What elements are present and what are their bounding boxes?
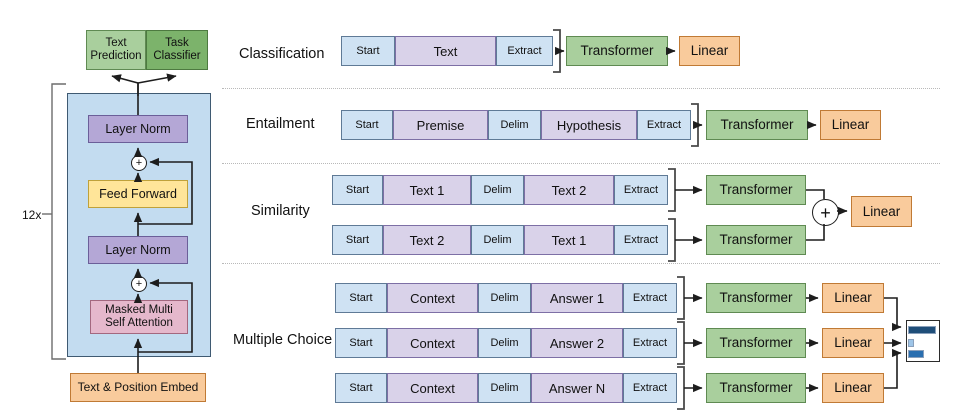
token-extract: Extract <box>614 225 668 255</box>
token-start: Start <box>341 36 395 66</box>
token-extract: Extract <box>623 328 677 358</box>
token-text-2: Text 2 <box>383 225 471 255</box>
linear-choice-1: Linear <box>822 283 884 313</box>
linear-entailment: Linear <box>820 110 881 140</box>
head-text-prediction-label: Text Prediction <box>90 37 142 62</box>
transformer-choice-2-label: Transformer <box>719 335 793 351</box>
token-extract: Extract <box>637 110 691 140</box>
token-delim: Delim <box>488 110 541 140</box>
token-text-2: Text 2 <box>524 175 614 205</box>
token-delim: Delim <box>478 283 531 313</box>
transformer-similarity-a-label: Transformer <box>719 182 793 198</box>
token-hypothesis: Hypothesis <box>541 110 637 140</box>
token-start: Start <box>332 175 383 205</box>
block-feed-forward: Feed Forward <box>88 180 188 208</box>
linear-choice-n-label: Linear <box>834 380 872 396</box>
linear-entailment-label: Linear <box>831 117 870 133</box>
text-position-embed-label: Text & Position Embed <box>77 379 199 394</box>
task-label-entailment: Entailment <box>246 116 315 132</box>
token-context: Context <box>387 283 478 313</box>
token-extract: Extract <box>623 283 677 313</box>
token-start: Start <box>335 328 387 358</box>
token-answer-1: Answer 1 <box>531 283 623 313</box>
residual-add-bottom: + <box>131 276 147 292</box>
transformer-entailment: Transformer <box>706 110 808 140</box>
transformer-classification: Transformer <box>566 36 668 66</box>
transformer-entailment-label: Transformer <box>720 117 794 133</box>
transformer-choice-1: Transformer <box>706 283 806 313</box>
token-text-1: Text 1 <box>383 175 471 205</box>
linear-classification: Linear <box>679 36 740 66</box>
block-feed-forward-label: Feed Forward <box>99 187 177 201</box>
chart-bar-answer-2 <box>908 339 914 347</box>
token-start: Start <box>335 283 387 313</box>
block-layer-norm-bottom-label: Layer Norm <box>105 243 171 257</box>
transformer-classification-label: Transformer <box>580 43 654 59</box>
residual-add-top: + <box>131 155 147 171</box>
repeat-count-label: 12x <box>22 208 42 222</box>
transformer-choice-n: Transformer <box>706 373 806 403</box>
token-delim: Delim <box>471 225 524 255</box>
token-delim: Delim <box>478 328 531 358</box>
block-layer-norm-top: Layer Norm <box>88 115 188 143</box>
block-masked-self-attention-label: Masked Multi Self Attention <box>105 304 173 329</box>
text-position-embed: Text & Position Embed <box>70 373 206 402</box>
token-start: Start <box>335 373 387 403</box>
linear-choice-1-label: Linear <box>834 290 872 306</box>
token-start: Start <box>341 110 393 140</box>
token-text: Text <box>395 36 496 66</box>
head-text-prediction: Text Prediction <box>86 30 146 70</box>
similarity-sum-node: + <box>812 199 839 226</box>
transformer-similarity-a: Transformer <box>706 175 806 205</box>
separator-2 <box>222 163 940 164</box>
token-delim: Delim <box>478 373 531 403</box>
token-delim: Delim <box>471 175 524 205</box>
linear-choice-2: Linear <box>822 328 884 358</box>
linear-choice-n: Linear <box>822 373 884 403</box>
softmax-bar-chart <box>906 320 940 362</box>
token-start: Start <box>332 225 383 255</box>
token-premise: Premise <box>393 110 488 140</box>
block-masked-self-attention: Masked Multi Self Attention <box>90 300 188 334</box>
transformer-choice-1-label: Transformer <box>719 290 793 306</box>
token-context: Context <box>387 373 478 403</box>
task-label-similarity: Similarity <box>251 203 310 219</box>
separator-1 <box>222 88 940 89</box>
token-answer-n: Answer N <box>531 373 623 403</box>
linear-similarity: Linear <box>851 196 912 227</box>
block-layer-norm-top-label: Layer Norm <box>105 122 171 136</box>
linear-classification-label: Linear <box>690 43 729 59</box>
head-task-classifier: Task Classifier <box>146 30 208 70</box>
head-task-classifier-label: Task Classifier <box>153 37 201 62</box>
similarity-sum-symbol: + <box>820 202 831 223</box>
transformer-similarity-b-label: Transformer <box>719 232 793 248</box>
token-text-1: Text 1 <box>524 225 614 255</box>
separator-3 <box>222 263 940 264</box>
chart-bar-answer-1 <box>908 326 936 334</box>
task-label-multiple-choice: Multiple Choice <box>233 332 333 348</box>
token-answer-2: Answer 2 <box>531 328 623 358</box>
token-extract: Extract <box>623 373 677 403</box>
token-context: Context <box>387 328 478 358</box>
token-extract: Extract <box>614 175 668 205</box>
chart-bar-answer-n <box>908 350 924 358</box>
linear-choice-2-label: Linear <box>834 335 872 351</box>
transformer-choice-n-label: Transformer <box>719 380 793 396</box>
transformer-similarity-b: Transformer <box>706 225 806 255</box>
token-extract: Extract <box>496 36 553 66</box>
transformer-choice-2: Transformer <box>706 328 806 358</box>
linear-similarity-label: Linear <box>862 203 901 219</box>
block-layer-norm-bottom: Layer Norm <box>88 236 188 264</box>
task-label-classification: Classification <box>239 46 325 62</box>
